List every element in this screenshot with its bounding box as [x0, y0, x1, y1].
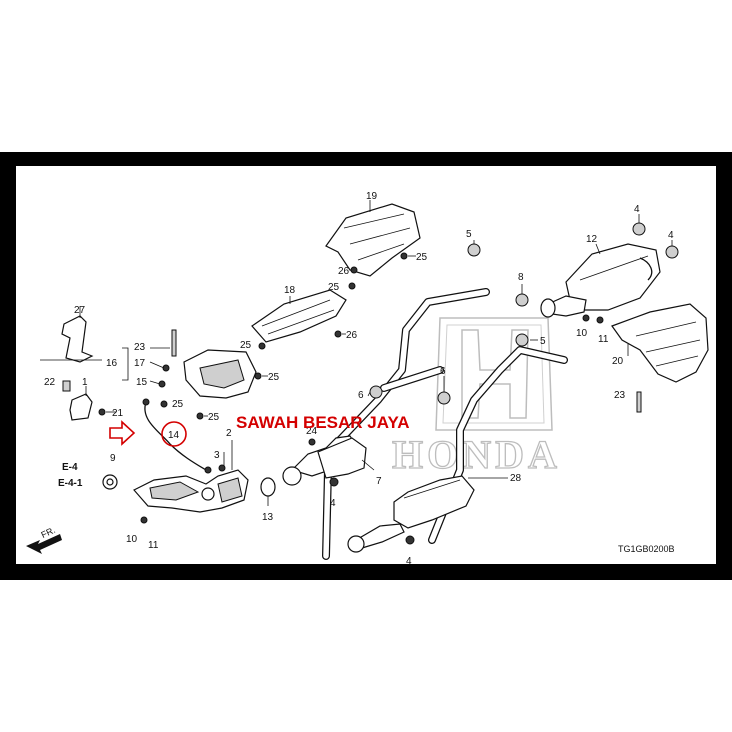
- callout-20: 20: [612, 356, 624, 367]
- callout-25f: 25: [416, 252, 428, 263]
- callout-25b: 25: [208, 412, 220, 423]
- callout-8: 8: [518, 272, 524, 283]
- part-19-heat-shield: [325, 200, 421, 290]
- callout-15: 15: [136, 377, 148, 388]
- callout-11b: 11: [148, 540, 159, 551]
- callout-4d: 4: [406, 556, 412, 567]
- callout-5b: 5: [540, 336, 546, 347]
- front-direction-arrow: [26, 534, 62, 554]
- callout-23b: 23: [614, 390, 626, 401]
- part-20-heat-shield: [611, 303, 709, 413]
- callout-16: 16: [106, 358, 118, 369]
- callout-4b: 4: [668, 230, 674, 241]
- callout-25e: 25: [328, 282, 340, 293]
- callout-5a: 5: [466, 229, 472, 240]
- callout-10b: 10: [126, 534, 138, 545]
- callout-2: 2: [226, 428, 232, 439]
- callout-13: 13: [262, 512, 274, 523]
- callout-1: 1: [82, 377, 88, 388]
- callout-26a: 26: [346, 330, 358, 341]
- ref-e41: E-4-1: [58, 478, 83, 489]
- callout-19: 19: [366, 191, 378, 202]
- drawing-code: TG1GB0200B: [618, 544, 675, 554]
- callout-23a: 23: [134, 342, 146, 353]
- part-12-rear-muffler: [540, 243, 661, 318]
- callout-4a: 4: [634, 204, 640, 215]
- callout-9: 9: [110, 453, 116, 464]
- callout-7: 7: [376, 476, 382, 487]
- callout-26b: 26: [338, 266, 350, 277]
- callout-4c: 4: [330, 498, 336, 509]
- part-1-bracket: [62, 380, 116, 421]
- callout-25a: 25: [172, 399, 184, 410]
- callout-27: 27: [74, 305, 86, 316]
- part-18-heat-shield: [251, 289, 347, 350]
- callout-24: 24: [306, 426, 318, 437]
- callout-11a: 11: [598, 334, 609, 345]
- callout-labels: 27 22 1 21 23 16 17 15 25 25 25 25 18 26…: [44, 191, 674, 567]
- part-27-bracket: [40, 306, 102, 363]
- honda-logo-text: HONDA: [392, 432, 561, 477]
- seller-watermark: SAWAH BESAR JAYA: [236, 413, 410, 432]
- part-16-heat-shield: [122, 329, 268, 420]
- callout-6a: 6: [358, 390, 364, 401]
- callout-25c: 25: [268, 372, 280, 383]
- callout-12: 12: [586, 234, 598, 245]
- part-7-center-muffler: [282, 435, 375, 487]
- honda-logo: HONDA: [391, 317, 561, 478]
- highlight-marker: [109, 420, 187, 447]
- part-14-oxygen-sensor: [142, 398, 212, 474]
- ref-e4: E-4: [62, 462, 78, 473]
- callout-18: 18: [284, 285, 296, 296]
- part-2-front-pipe: [102, 440, 276, 524]
- callout-28: 28: [510, 473, 522, 484]
- callout-14: 14: [168, 430, 180, 441]
- part-28-lower-muffler: [347, 475, 508, 553]
- callout-10a: 10: [576, 328, 588, 339]
- callout-25d: 25: [240, 340, 252, 351]
- callout-17: 17: [134, 358, 146, 369]
- callout-6b: 6: [440, 366, 446, 377]
- rubber-hangers: [367, 214, 679, 405]
- callout-22: 22: [44, 377, 56, 388]
- callout-21: 21: [112, 408, 124, 419]
- callout-3: 3: [214, 450, 220, 461]
